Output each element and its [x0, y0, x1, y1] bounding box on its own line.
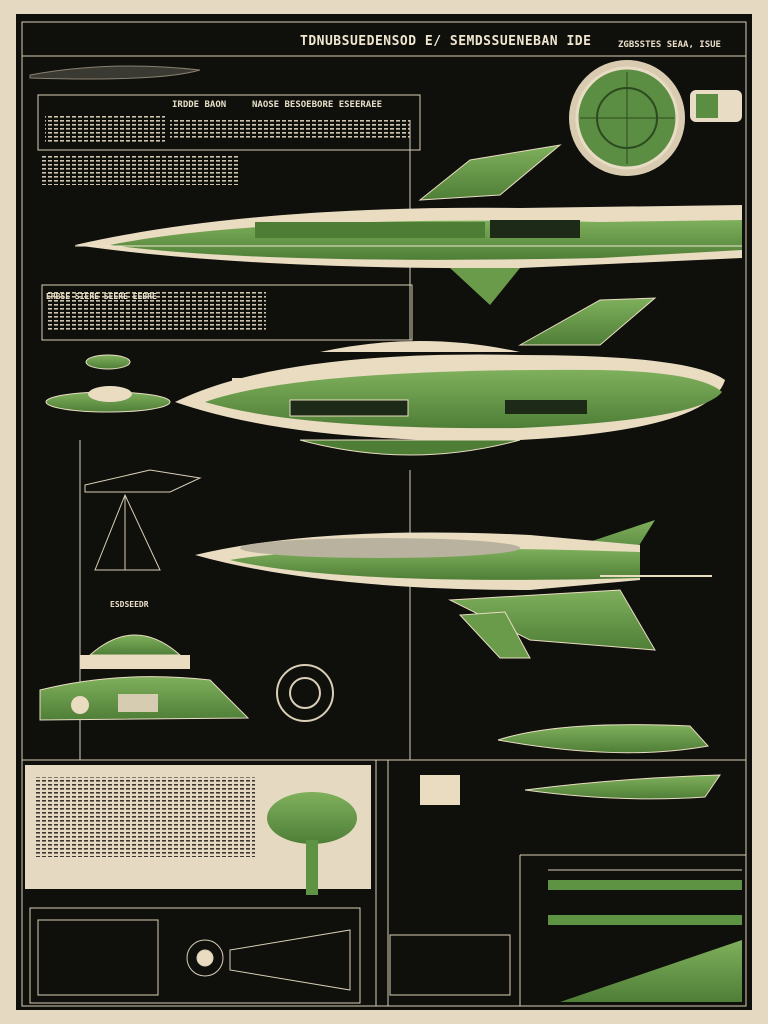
detail-sketches — [84, 469, 202, 571]
turbine-ring-icon — [276, 664, 334, 722]
section-label-0: ERBSE SIERE SEERE EEBRE — [46, 292, 157, 301]
poster-title: TDNUBSUEDENSOD E/ SEMDSSUENEBAN IDE — [300, 34, 592, 49]
dome-pod-icon — [39, 634, 250, 721]
spaceship-main-hull — [175, 297, 725, 456]
spaceship-top-elevation — [75, 144, 742, 305]
bottom-text-panel — [25, 765, 371, 895]
header-label-0: IRDDE BAON — [172, 100, 227, 110]
section-label-1: ESDSEEDR — [110, 600, 149, 609]
spaceship-lower-profile — [195, 520, 712, 659]
header-spec-block — [29, 65, 421, 185]
radar-dish-icon — [569, 60, 742, 176]
corner-note: ZGBSSTES SEAA, ISUE — [618, 40, 721, 50]
side-spec-block — [41, 284, 413, 341]
bottom-schematic — [29, 907, 361, 1004]
saucer-craft-icon — [45, 354, 171, 413]
header-label-1: NAOSE BESOEBORE ESEERAEE — [252, 100, 383, 110]
bottom-right-panels — [389, 775, 742, 1002]
right-mid-craft — [497, 724, 721, 800]
